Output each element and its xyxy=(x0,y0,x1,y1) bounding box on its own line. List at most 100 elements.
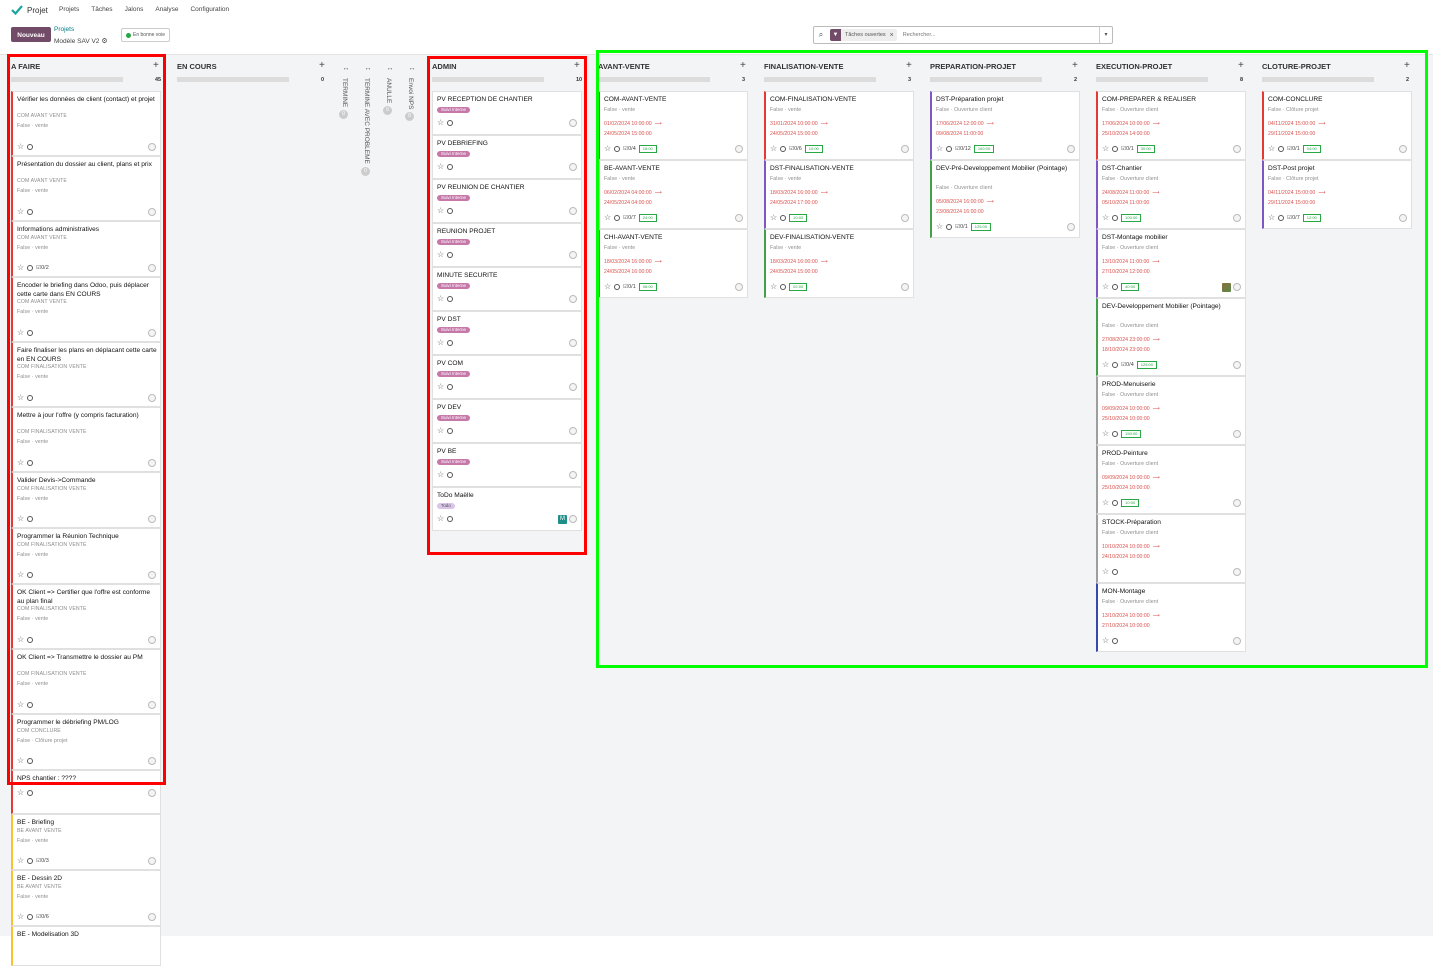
breadcrumb-parent[interactable]: Projets xyxy=(54,26,75,33)
clock-icon[interactable] xyxy=(27,395,34,401)
gear-icon[interactable]: ⚙ xyxy=(101,38,108,45)
star-icon[interactable]: ☆ xyxy=(437,294,445,303)
status-circle-icon[interactable] xyxy=(148,857,156,865)
status-badge[interactable]: En bonne voie xyxy=(121,28,170,42)
star-icon[interactable]: ☆ xyxy=(1102,213,1110,222)
status-circle-icon[interactable] xyxy=(901,145,909,153)
clock-icon[interactable] xyxy=(27,209,34,215)
status-circle-icon[interactable] xyxy=(1233,499,1241,507)
search-icon[interactable]: ⌕ xyxy=(818,30,824,39)
clock-icon[interactable] xyxy=(27,330,34,336)
clock-icon[interactable] xyxy=(1112,569,1119,575)
clock-icon[interactable] xyxy=(447,252,454,258)
clock-icon[interactable] xyxy=(614,215,621,221)
status-circle-icon[interactable] xyxy=(569,251,577,259)
star-icon[interactable]: ☆ xyxy=(1102,567,1110,576)
status-circle-icon[interactable] xyxy=(735,145,743,153)
star-icon[interactable]: ☆ xyxy=(936,144,944,153)
expand-arrows-icon[interactable]: ↔ xyxy=(408,65,416,72)
status-circle-icon[interactable] xyxy=(569,295,577,303)
task-card[interactable]: Présentation du dossier au client, plans… xyxy=(11,156,161,221)
status-circle-icon[interactable] xyxy=(1067,145,1075,153)
star-icon[interactable]: ☆ xyxy=(770,144,778,153)
status-circle-icon[interactable] xyxy=(1067,223,1075,231)
clock-icon[interactable] xyxy=(447,208,454,214)
menu-taches[interactable]: Tâches xyxy=(91,6,113,13)
status-circle-icon[interactable] xyxy=(1399,145,1407,153)
status-circle-icon[interactable] xyxy=(148,264,156,272)
star-icon[interactable]: ☆ xyxy=(437,118,445,127)
clock-icon[interactable] xyxy=(447,164,454,170)
star-icon[interactable]: ☆ xyxy=(17,393,25,402)
status-circle-icon[interactable] xyxy=(901,283,909,291)
clock-icon[interactable] xyxy=(1112,431,1119,437)
clock-icon[interactable] xyxy=(447,516,454,522)
star-icon[interactable]: ☆ xyxy=(437,470,445,479)
clock-icon[interactable] xyxy=(780,284,787,290)
add-card-plus-icon[interactable]: + xyxy=(319,60,325,71)
clock-icon[interactable] xyxy=(27,265,34,271)
status-circle-icon[interactable] xyxy=(148,329,156,337)
add-card-plus-icon[interactable]: + xyxy=(1404,60,1410,71)
status-circle-icon[interactable] xyxy=(569,427,577,435)
task-card[interactable]: DEV-Developpement Mobilier (Pointage)Fal… xyxy=(1096,298,1246,376)
star-icon[interactable]: ☆ xyxy=(437,250,445,259)
add-card-plus-icon[interactable]: + xyxy=(1072,60,1078,71)
star-icon[interactable]: ☆ xyxy=(17,207,25,216)
status-circle-icon[interactable] xyxy=(569,207,577,215)
task-card[interactable]: OK Client => Transmettre le dossier au P… xyxy=(11,649,161,714)
star-icon[interactable]: ☆ xyxy=(1102,498,1110,507)
clock-icon[interactable] xyxy=(614,146,621,152)
status-circle-icon[interactable] xyxy=(1399,214,1407,222)
star-icon[interactable]: ☆ xyxy=(17,458,25,467)
search-dropdown-icon[interactable]: ▾ xyxy=(1099,27,1112,43)
star-icon[interactable]: ☆ xyxy=(17,635,25,644)
status-circle-icon[interactable] xyxy=(148,515,156,523)
add-card-plus-icon[interactable]: + xyxy=(1238,60,1244,71)
clock-icon[interactable] xyxy=(1278,146,1285,152)
add-card-plus-icon[interactable]: + xyxy=(740,60,746,71)
star-icon[interactable]: ☆ xyxy=(17,263,25,272)
star-icon[interactable]: ☆ xyxy=(1102,360,1110,369)
star-icon[interactable]: ☆ xyxy=(437,426,445,435)
clock-icon[interactable] xyxy=(447,472,454,478)
status-circle-icon[interactable] xyxy=(569,119,577,127)
star-icon[interactable]: ☆ xyxy=(437,382,445,391)
clock-icon[interactable] xyxy=(1112,500,1119,506)
star-icon[interactable]: ☆ xyxy=(17,514,25,523)
star-icon[interactable]: ☆ xyxy=(437,162,445,171)
task-card[interactable]: NPS chantier : ????☆ xyxy=(11,770,161,814)
clock-icon[interactable] xyxy=(946,224,953,230)
star-icon[interactable]: ☆ xyxy=(437,206,445,215)
status-circle-icon[interactable] xyxy=(1233,283,1241,291)
star-icon[interactable]: ☆ xyxy=(770,282,778,291)
menu-jalons[interactable]: Jalons xyxy=(124,6,144,13)
star-icon[interactable]: ☆ xyxy=(437,338,445,347)
add-card-plus-icon[interactable]: + xyxy=(574,60,580,71)
star-icon[interactable]: ☆ xyxy=(17,700,25,709)
clock-icon[interactable] xyxy=(27,758,34,764)
status-circle-icon[interactable] xyxy=(569,471,577,479)
add-card-plus-icon[interactable]: + xyxy=(153,60,159,71)
star-icon[interactable]: ☆ xyxy=(936,222,944,231)
star-icon[interactable]: ☆ xyxy=(1102,636,1110,645)
menu-projets[interactable]: Projets xyxy=(59,6,80,13)
task-card[interactable]: Vérifier les données de client (contact)… xyxy=(11,91,161,156)
task-card[interactable]: Mettre à jour l'offre (y compris factura… xyxy=(11,407,161,472)
star-icon[interactable]: ☆ xyxy=(1102,429,1110,438)
